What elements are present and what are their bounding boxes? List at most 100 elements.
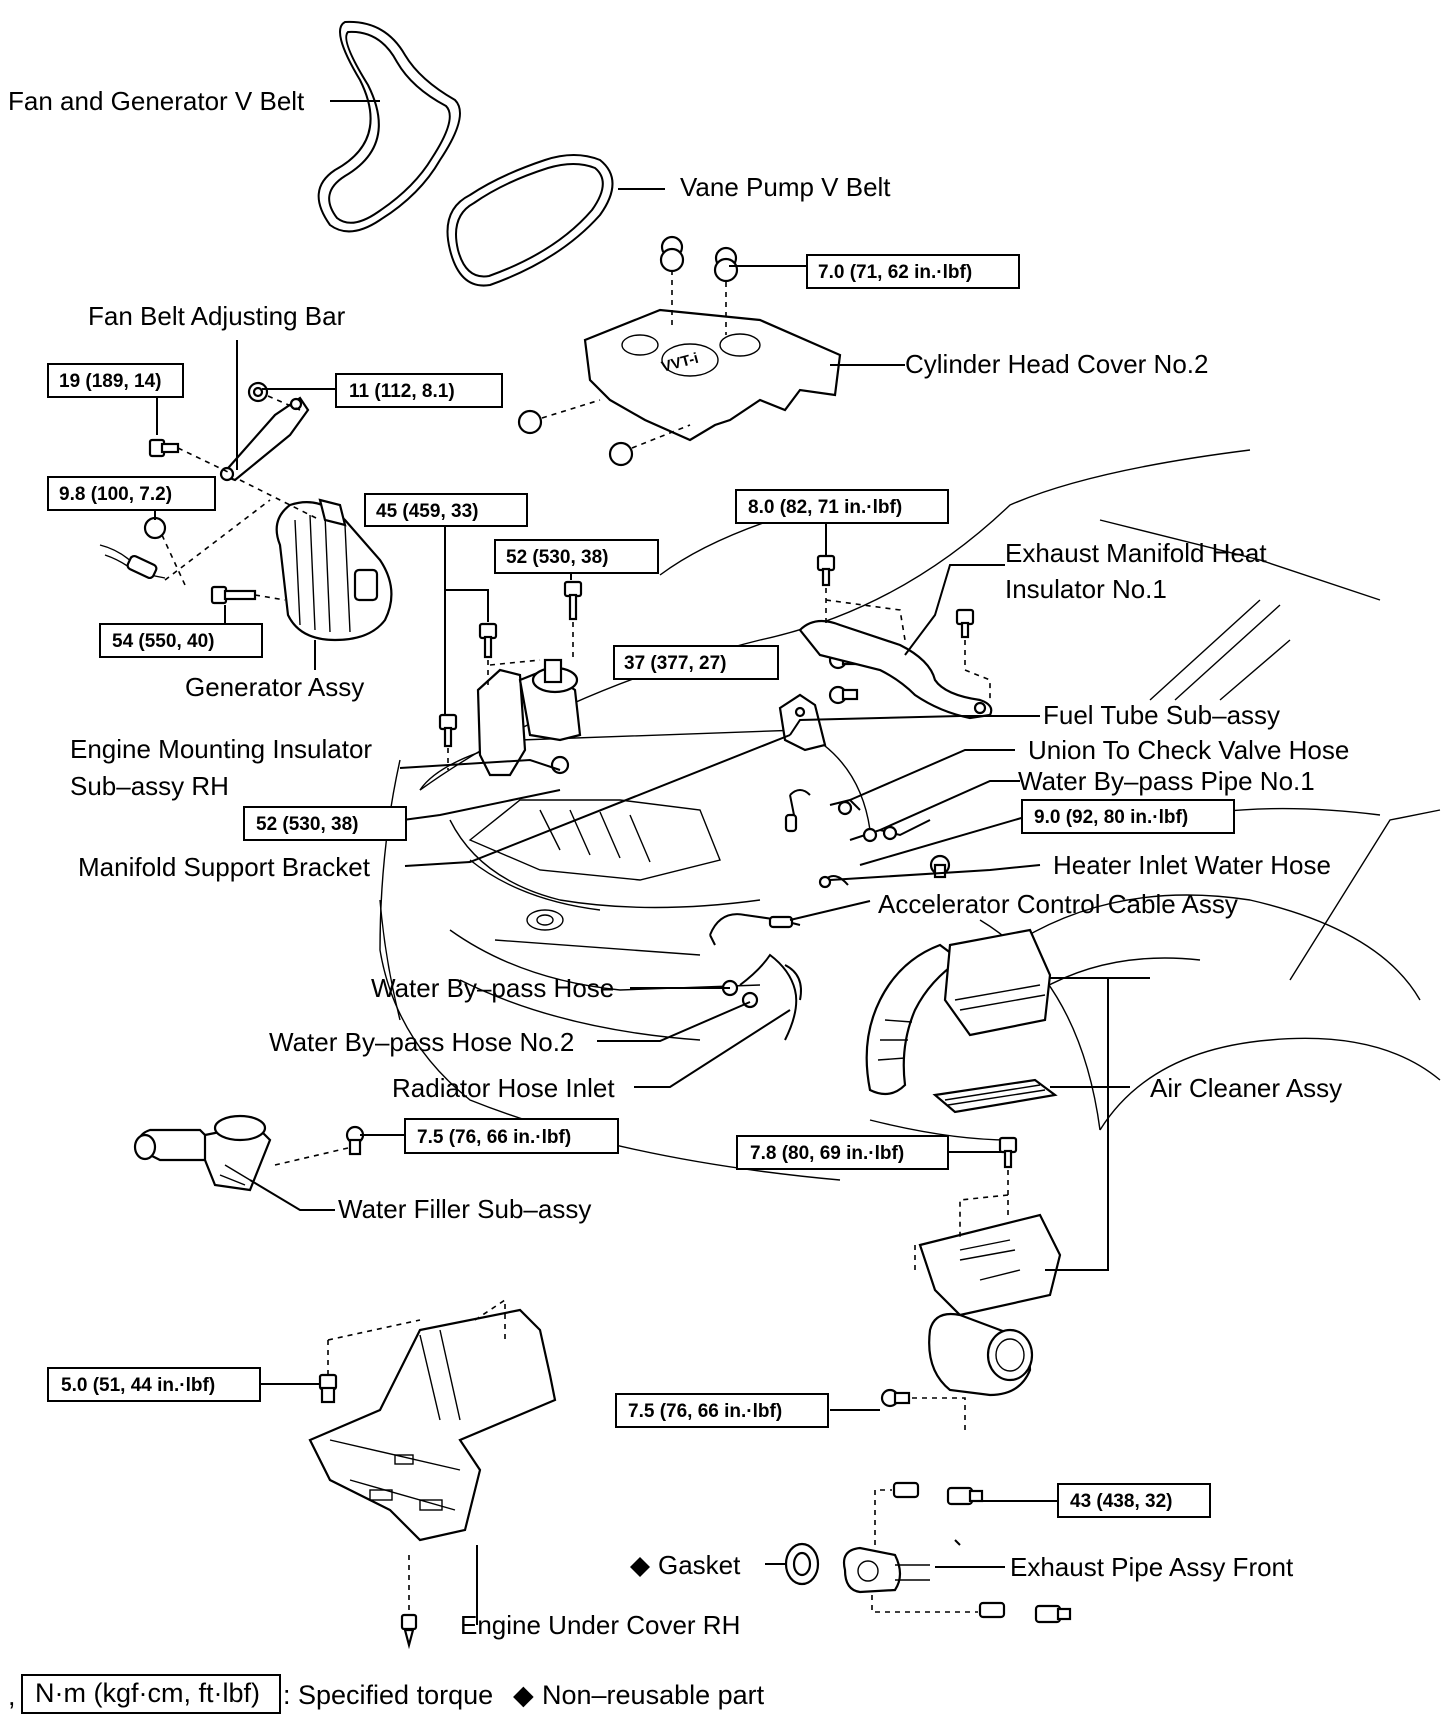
gasket-shape xyxy=(784,1542,820,1586)
under-cover-dash-lines xyxy=(327,1298,506,1610)
svg-text:52 (530, 38): 52 (530, 38) xyxy=(506,547,608,568)
torque-boxes: 7.0 (71, 62 in.·lbf) 19 (189, 14) 11 (11… xyxy=(47,254,1235,1518)
air-cleaner-upper-shape xyxy=(943,928,1052,1037)
label-accelerator-cable: Accelerator Control Cable Assy xyxy=(878,889,1238,919)
engine-mount-bolts xyxy=(438,580,583,748)
water-filler-bolt xyxy=(345,1125,365,1156)
torque-box-52-bottom: 52 (530, 38) xyxy=(243,806,407,841)
label-air-cleaner-assy: Air Cleaner Assy xyxy=(1150,1073,1342,1103)
cylinder-head-cover-shape: VVT-i xyxy=(583,308,842,442)
legend: , N·m (kgf·cm, ft·lbf) : Specified torqu… xyxy=(8,1674,765,1714)
torque-box-19: 19 (189, 14) xyxy=(47,363,184,398)
label-water-bypass-pipe: Water By–pass Pipe No.1 xyxy=(1018,766,1315,796)
label-water-bypass-hose-2: Water By–pass Hose No.2 xyxy=(269,1027,574,1057)
svg-text:11 (112, 8.1): 11 (112, 8.1) xyxy=(349,381,455,402)
engine-mount-shape xyxy=(476,658,582,777)
svg-text:19 (189, 14): 19 (189, 14) xyxy=(59,371,161,392)
label-vane-pump-belt: Vane Pump V Belt xyxy=(680,172,891,202)
label-union-check-valve-hose: Union To Check Valve Hose xyxy=(1028,735,1349,765)
svg-text:37 (377, 27): 37 (377, 27) xyxy=(624,653,726,674)
label-exhaust-heat-insulator-2: Insulator No.1 xyxy=(1005,574,1167,604)
label-exhaust-heat-insulator-1: Exhaust Manifold Heat xyxy=(1005,538,1267,568)
water-filler-dash xyxy=(274,1147,349,1166)
engine-mount-dash-lines xyxy=(447,622,574,770)
legend-unit-box: N·m (kgf·cm, ft·lbf) xyxy=(35,1678,260,1708)
vehicle-outline xyxy=(379,449,1441,1181)
cover-dash-lines xyxy=(541,270,727,449)
air-cleaner-hose-shape xyxy=(865,943,962,1096)
gasket-diamond-icon xyxy=(630,1557,650,1577)
svg-text:8.0 (82, 71 in.·lbf): 8.0 (82, 71 in.·lbf) xyxy=(748,497,902,518)
torque-box-5-0: 5.0 (51, 44 in.·lbf) xyxy=(47,1367,261,1402)
torque-box-9-8: 9.8 (100, 7.2) xyxy=(47,476,216,511)
label-engine-under-cover: Engine Under Cover RH xyxy=(460,1610,740,1640)
svg-text:45 (459, 33): 45 (459, 33) xyxy=(376,501,478,522)
torque-box-8-0: 8.0 (82, 71 in.·lbf) xyxy=(735,489,949,524)
exhaust-studs-nuts xyxy=(892,1481,1072,1624)
svg-text:43 (438, 32): 43 (438, 32) xyxy=(1070,1491,1172,1512)
exhaust-dash-lines xyxy=(871,1489,978,1613)
torque-box-43: 43 (438, 32) xyxy=(1057,1483,1211,1518)
svg-text:5.0 (51, 44 in.·lbf): 5.0 (51, 44 in.·lbf) xyxy=(61,1375,215,1396)
fan-belt-adjusting-bar-shape xyxy=(219,396,310,482)
water-filler-shape xyxy=(133,1114,272,1192)
torque-box-45: 45 (459, 33) xyxy=(364,493,528,527)
engine-under-cover-shape xyxy=(308,1308,557,1542)
air-cleaner-bolts xyxy=(880,1136,1018,1408)
label-radiator-hose-inlet: Radiator Hose Inlet xyxy=(392,1073,615,1103)
svg-text:54 (550, 40): 54 (550, 40) xyxy=(112,631,214,652)
fuel-tube-shape xyxy=(784,789,861,833)
label-manifold-support-bracket: Manifold Support Bracket xyxy=(78,852,371,882)
legend-diamond-icon: ◆ xyxy=(513,1680,534,1710)
label-engine-mount-2: Sub–assy RH xyxy=(70,771,229,801)
label-water-filler: Water Filler Sub–assy xyxy=(338,1194,591,1224)
legend-non-reusable: Non–reusable part xyxy=(542,1680,765,1710)
under-cover-bolts xyxy=(318,1373,418,1650)
heat-insulator-bolts xyxy=(816,554,975,639)
label-water-bypass-hose: Water By–pass Hose xyxy=(371,973,614,1003)
svg-text:7.8 (80, 69 in.·lbf): 7.8 (80, 69 in.·lbf) xyxy=(750,1143,904,1164)
label-fuel-tube: Fuel Tube Sub–assy xyxy=(1043,700,1280,730)
air-cleaner-lower-shape xyxy=(918,1213,1062,1397)
fan-generator-belt-shape xyxy=(317,20,461,233)
torque-box-11: 11 (112, 8.1) xyxy=(335,373,503,408)
torque-box-54: 54 (550, 40) xyxy=(99,623,263,658)
label-engine-mount-1: Engine Mounting Insulator xyxy=(70,734,372,764)
cover-nut-icons xyxy=(517,235,739,467)
heater-hose-shape xyxy=(818,875,849,889)
svg-text:7.0 (71, 62 in.·lbf): 7.0 (71, 62 in.·lbf) xyxy=(818,262,972,283)
heat-insulator-shape xyxy=(798,619,993,720)
label-fan-belt-adjusting-bar: Fan Belt Adjusting Bar xyxy=(88,301,346,331)
accel-cable-shape xyxy=(709,913,801,946)
svg-text:9.0 (92, 80 in.·lbf): 9.0 (92, 80 in.·lbf) xyxy=(1034,807,1188,828)
exhaust-pipe-shape xyxy=(842,1546,930,1594)
svg-text:52 (530, 38): 52 (530, 38) xyxy=(256,814,358,835)
legend-prefix: , xyxy=(8,1681,16,1711)
torque-box-7-8: 7.8 (80, 69 in.·lbf) xyxy=(736,1135,949,1170)
label-exhaust-pipe-front: Exhaust Pipe Assy Front xyxy=(1010,1552,1294,1582)
torque-box-7-5-top: 7.5 (76, 66 in.·lbf) xyxy=(404,1118,619,1154)
label-fan-generator-belt: Fan and Generator V Belt xyxy=(8,86,305,116)
torque-box-52-top: 52 (530, 38) xyxy=(494,539,659,574)
label-generator-assy: Generator Assy xyxy=(185,672,364,702)
water-bypass-pipe-shape xyxy=(849,819,951,879)
torque-box-37: 37 (377, 27) xyxy=(613,645,779,680)
part-labels: Fan and Generator V Belt Vane Pump V Bel… xyxy=(8,86,1349,1640)
label-cylinder-head-cover: Cylinder Head Cover No.2 xyxy=(905,349,1208,379)
engine-outline xyxy=(468,799,721,956)
manifold-bracket-shape xyxy=(778,693,827,752)
label-heater-inlet-hose: Heater Inlet Water Hose xyxy=(1053,850,1331,880)
torque-box-7-5-bottom: 7.5 (76, 66 in.·lbf) xyxy=(615,1393,829,1428)
svg-text:7.5 (76, 66 in.·lbf): 7.5 (76, 66 in.·lbf) xyxy=(628,1401,782,1422)
leader-lines xyxy=(154,100,1150,1625)
svg-text:9.8 (100, 7.2): 9.8 (100, 7.2) xyxy=(59,484,172,505)
generator-wire-shape xyxy=(99,544,166,580)
generator-dash-lines xyxy=(161,395,321,601)
svg-text:7.5 (76, 66 in.·lbf): 7.5 (76, 66 in.·lbf) xyxy=(417,1127,571,1148)
heat-insulator-dash-lines xyxy=(825,588,991,700)
air-filter-shape xyxy=(932,1078,1058,1114)
torque-box-9-0: 9.0 (92, 80 in.·lbf) xyxy=(1021,799,1235,834)
generator-bolt-icons xyxy=(143,381,269,605)
generator-shape xyxy=(275,498,393,642)
